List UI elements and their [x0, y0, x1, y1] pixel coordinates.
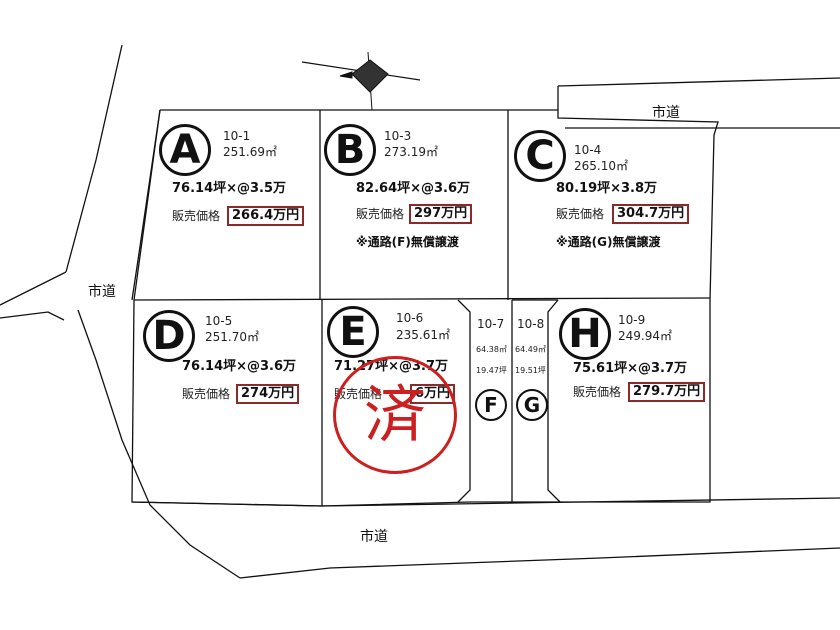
- lot-c-number: 10-4: [574, 143, 602, 157]
- road-label-top-right: 市道: [652, 105, 680, 121]
- lot-c-price: 304.7万円: [612, 204, 690, 225]
- lot-f-tsubo: 19.47坪: [476, 366, 507, 375]
- road-top-right-edge: [557, 77, 840, 87]
- road-left-curve: [77, 309, 241, 579]
- lot-h-price: 279.7万円: [628, 382, 706, 403]
- lot-c-note: ※通路(G)無償譲渡: [556, 235, 661, 249]
- lot-h-area: 249.94㎡: [618, 329, 672, 343]
- lot-a-number: 10-1: [223, 129, 251, 143]
- lot-c-tsubo: 80.19坪×3.8万: [556, 181, 658, 196]
- lot-a-badge[interactable]: A: [159, 124, 211, 176]
- road-left-inner: [0, 311, 65, 321]
- lot-h-number: 10-9: [618, 313, 646, 327]
- lot-b-note: ※通路(F)無償譲渡: [356, 235, 459, 249]
- lot-d-price: 274万円: [236, 384, 300, 405]
- lot-c-price-label: 販売価格: [556, 207, 605, 221]
- lot-a-price: 266.4万円: [227, 206, 305, 227]
- lot-f-area: 64.38㎡: [476, 345, 507, 354]
- lot-b-tsubo: 82.64坪×@3.6万: [356, 181, 471, 196]
- lot-e-badge[interactable]: E: [327, 306, 379, 358]
- lot-g-tsubo: 19.51坪: [515, 366, 546, 375]
- lot-f-badge[interactable]: F: [475, 389, 507, 421]
- lot-e-area: 235.61㎡: [396, 328, 450, 342]
- lot-h-tsubo: 75.61坪×@3.7万: [573, 361, 688, 376]
- lot-d-price-label: 販売価格: [182, 387, 231, 401]
- lot-h-badge[interactable]: H: [559, 308, 611, 360]
- lot-a-price-label: 販売価格: [172, 209, 221, 223]
- lot-g-area: 64.49㎡: [515, 345, 546, 354]
- lot-a-area: 251.69㎡: [223, 145, 277, 159]
- lot-line-mid-horizontal: [133, 297, 711, 301]
- lot-b-area: 273.19㎡: [384, 145, 438, 159]
- lot-b-price-label: 販売価格: [356, 207, 405, 221]
- lot-b-price: 297万円: [409, 204, 473, 225]
- lot-b-number: 10-3: [384, 129, 412, 143]
- lot-f-number: 10-7: [477, 317, 505, 331]
- road-right-inner-edge: [131, 109, 161, 301]
- lot-e-number: 10-6: [396, 311, 424, 325]
- road-bottom-bottom-edge: [239, 547, 840, 579]
- lot-c-area: 265.10㎡: [574, 159, 628, 173]
- lot-g-badge[interactable]: G: [516, 389, 548, 421]
- lot-d-badge[interactable]: D: [143, 310, 195, 362]
- lot-d-number: 10-5: [205, 314, 233, 328]
- lot-g-number: 10-8: [517, 317, 545, 331]
- lot-d-tsubo: 76.14坪×@3.6万: [182, 359, 297, 374]
- lot-h-price-label: 販売価格: [573, 385, 622, 399]
- sold-stamp: 済: [333, 356, 457, 474]
- lot-line-G-H: [547, 299, 561, 503]
- lot-c-badge[interactable]: C: [514, 130, 566, 182]
- road-left-outer: [65, 44, 123, 273]
- road-label-left: 市道: [88, 284, 116, 300]
- lot-b-badge[interactable]: B: [324, 124, 376, 176]
- lot-d-area: 251.70㎡: [205, 330, 259, 344]
- north-arrow-icon: [301, 51, 421, 111]
- lot-a-tsubo: 76.14坪×@3.5万: [172, 181, 287, 196]
- lot-line-E-F: [457, 299, 471, 503]
- road-label-bottom: 市道: [360, 529, 388, 545]
